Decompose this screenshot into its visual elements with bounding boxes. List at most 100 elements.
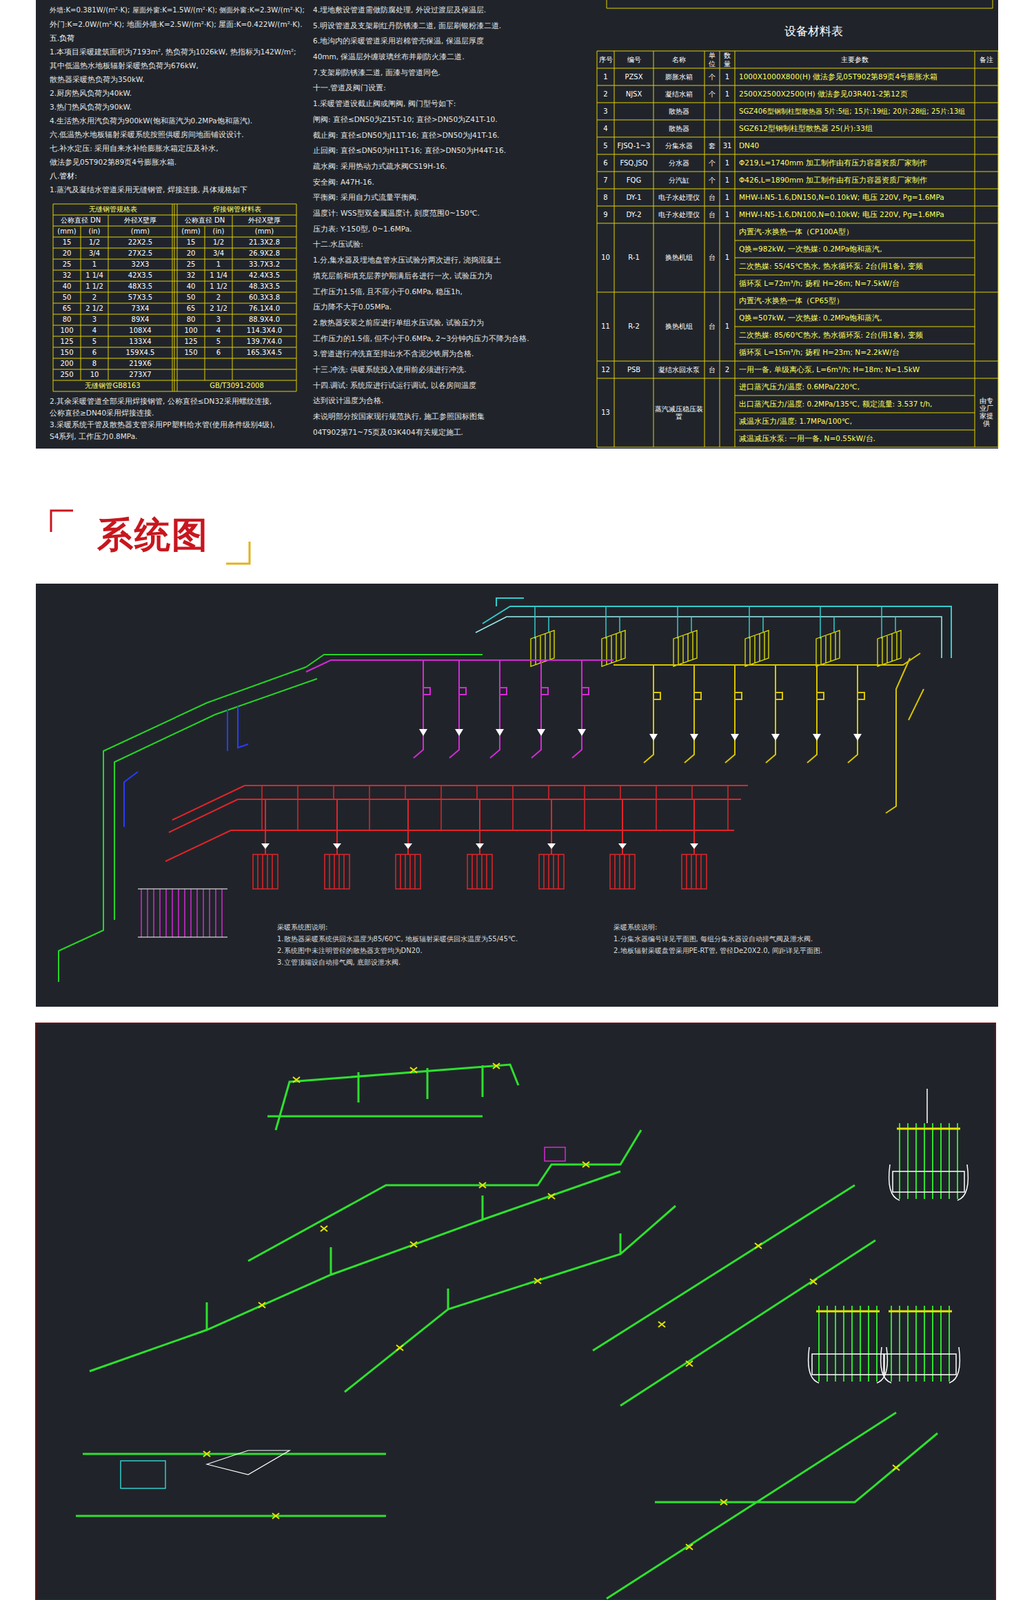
radiator-symbol — [601, 606, 626, 667]
table-cell: 1/2 — [204, 237, 233, 249]
table-header: 外径X壁厚 — [232, 215, 297, 227]
table-cell: 42.4X3.5 — [232, 270, 297, 282]
equipment-code: FQG — [614, 171, 654, 189]
equipment-name: 分水器 — [653, 154, 705, 172]
radiator-symbol — [467, 843, 493, 890]
serial-number: 7 — [596, 171, 615, 189]
table-cell: 32 — [53, 270, 81, 282]
table-header: (in) — [204, 226, 233, 238]
equipment-code: PZSX — [614, 68, 654, 86]
riser-symbol — [807, 665, 824, 764]
note-line: 填充层前和填充层养护期满后各进行一次, 试验压力为 — [311, 268, 595, 283]
serial-number: 8 — [596, 188, 615, 207]
pipe — [613, 653, 921, 666]
pipe — [606, 1413, 938, 1600]
manifold-symbol — [137, 889, 228, 938]
equipment-symbol — [120, 1461, 166, 1489]
note-line: 六.低温热水地板辐射采暖系统按照供暖房间地面铺设设计. — [48, 128, 311, 141]
parameter-text: 二次热媒: 55/45℃热水, 热水循环泵: 2台(用1备), 变频 — [737, 257, 974, 276]
equipment-name: 蒸汽减压稳压装置 — [653, 378, 705, 448]
valve-symbol — [410, 1067, 418, 1074]
equipment-name: 换热机组 — [653, 292, 705, 362]
serial-number: 1 — [596, 68, 615, 86]
note-line: 达到设计温度为合格. — [311, 394, 595, 409]
note-line: 3.管道进行冲洗直至排出水不含泥沙铁屑为合格. — [311, 346, 595, 361]
table-cell: 42X3.5 — [108, 270, 173, 282]
note-line: 做法参见05T902第89页4号膨胀水箱. — [48, 155, 311, 169]
radiator-symbol — [539, 843, 564, 890]
pipe — [89, 1171, 621, 1372]
equipment-name: 电子水处理仪 — [653, 206, 705, 224]
cad-panel — [35, 0, 999, 449]
pipe — [482, 606, 952, 659]
table-cell: 20 — [53, 248, 81, 260]
unit: 台 — [704, 361, 720, 379]
note-line: 4.生活热水用汽负荷为900kW(饱和蒸汽为0.2MPa饱和蒸汽). — [48, 114, 311, 127]
note-line: 3.采暖系统干管及散热器支管采用PP塑料给水管(使用条件级别4级), — [48, 419, 311, 431]
parameter-text: DN40 — [737, 137, 974, 155]
equipment-name: 电子水处理仪 — [653, 188, 705, 207]
serial-number: 6 — [596, 154, 615, 172]
table-header: (in) — [80, 226, 109, 238]
valve-symbol — [534, 1278, 542, 1285]
valve-symbol — [582, 1162, 590, 1168]
valve-symbol — [492, 1063, 500, 1070]
note-line: 2.厨房热风负荷为40kW. — [48, 86, 311, 100]
unit: 台 — [704, 188, 720, 207]
table-cell: 50 — [177, 292, 205, 304]
serial-number: 9 — [596, 206, 615, 224]
table-cell: 40 — [177, 281, 205, 293]
manifold-symbol — [141, 889, 222, 938]
table-cell: 150 — [53, 347, 81, 359]
unit: 个 — [704, 68, 720, 86]
parameter-text: SGZ612型钢制柱型散热器 25(片):33组 — [737, 119, 974, 138]
unit: 台 — [704, 223, 720, 293]
table-cell: 150 — [177, 347, 205, 359]
radiator-symbol — [610, 843, 635, 890]
radiator-symbol — [673, 606, 697, 667]
note-line: 压力降不大于0.05MPa. — [311, 299, 595, 314]
manifold-symbol — [808, 1306, 888, 1384]
table-cell: 1 1/2 — [80, 281, 109, 293]
pipe — [592, 1185, 876, 1407]
pipe — [885, 658, 924, 814]
table-title: 无缝钢管规格表 — [53, 204, 173, 216]
table-cell: 114.3X4.0 — [232, 325, 297, 337]
table-cell: 165.3X4.5 — [232, 347, 297, 359]
riser-symbol — [725, 665, 742, 764]
equipment-name: 凝结水箱 — [653, 85, 705, 103]
table-header: 编号 — [614, 51, 654, 69]
pipe — [124, 706, 249, 828]
parameter-text: 减温减压水泵: 一用一备, N=0.55kW/台. — [737, 430, 974, 448]
note-line: 十三.冲洗: 供暖系统投入使用前必须进行冲洗. — [311, 362, 595, 377]
riser-symbol — [847, 665, 865, 764]
quantity: 1 — [719, 171, 735, 189]
pipe-table-grid — [53, 204, 297, 392]
equipment-code: R-2 — [614, 292, 654, 362]
equipment-name: 散热器 — [653, 119, 705, 138]
table-header: 外径X壁厚 — [108, 215, 173, 227]
radiator-symbol — [530, 606, 555, 667]
valve-symbol — [809, 1279, 817, 1285]
note-line: 工作压力1.5倍, 且不应小于0.6MPa, 稳压1h, — [311, 284, 595, 299]
equipment-name: 膨胀水箱 — [653, 68, 705, 86]
equipment-symbol — [206, 1451, 290, 1476]
valve-symbol — [892, 1465, 900, 1472]
note-line: 1.分,集水器及埋地盘管水压试验分两次进行, 浇捣混凝土 — [311, 252, 595, 267]
table-cell: 15 — [177, 237, 205, 249]
table-cell: 2 — [80, 292, 109, 304]
note-line: 平衡阀: 采用自力式流量平衡阀. — [311, 190, 595, 205]
valve-symbol — [320, 1226, 328, 1232]
riser-symbol — [490, 660, 507, 759]
table-cell: 219X6 — [108, 358, 173, 370]
note-line: 1.散热器采暖系统供回水温度为85/60℃, 地板辐射采暖供回水温度为55/45… — [275, 934, 600, 946]
table-cell: 21.3X2.8 — [232, 237, 297, 249]
table-header: (mm) — [108, 226, 173, 238]
note-line: S4系列, 工作压力0.8MPa. — [48, 430, 311, 443]
table-cell: 88.9X4.0 — [232, 314, 297, 326]
quantity: 2 — [719, 361, 735, 379]
table-cell: 2 1/2 — [80, 303, 109, 315]
table-header: 数量 — [719, 51, 735, 69]
unit: 个 — [704, 154, 720, 172]
